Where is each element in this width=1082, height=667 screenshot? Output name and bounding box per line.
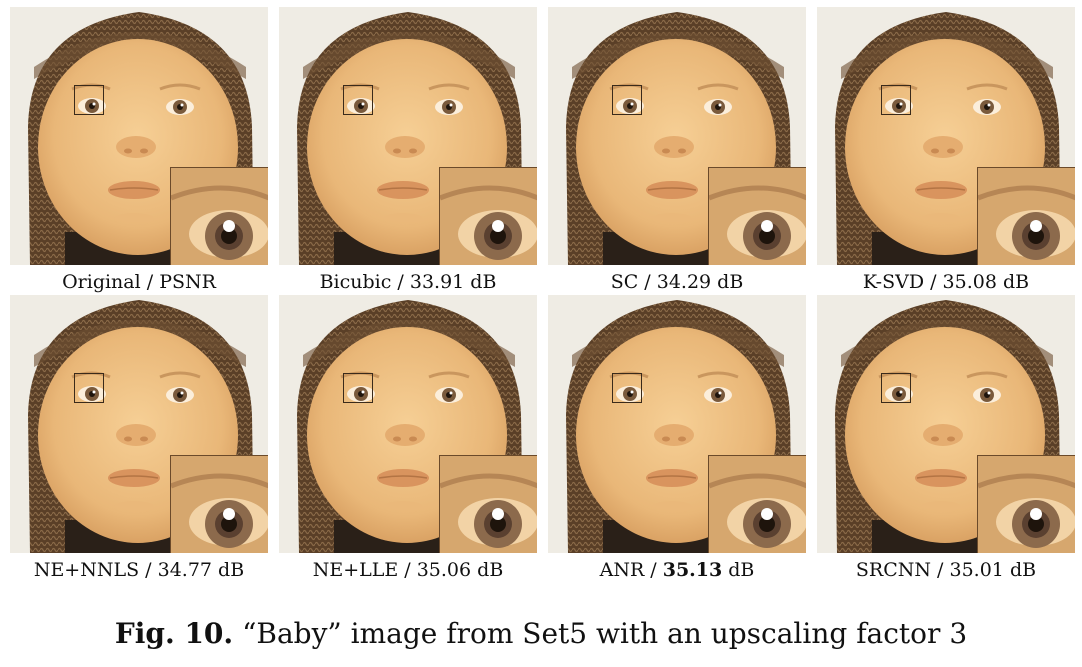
- panel-caption: Bicubic / 33.91 dB: [279, 270, 537, 294]
- zoom-region-box: [881, 85, 911, 115]
- zoom-region-box: [343, 85, 373, 115]
- eye-closeup-inset: [708, 167, 806, 265]
- baby-image: [548, 7, 806, 265]
- panel-ne-nnls: NE+NNLS / 34.77 dB: [10, 295, 268, 581]
- caption-separator: /: [391, 271, 410, 293]
- method-name: SC: [610, 271, 639, 293]
- panel-caption: SRCNN / 35.01 dB: [817, 558, 1075, 582]
- panel-caption: Original / PSNR: [10, 270, 268, 294]
- zoom-region-box: [343, 373, 373, 403]
- psnr-unit: dB: [471, 559, 504, 581]
- panel-caption: NE+NNLS / 34.77 dB: [10, 558, 268, 582]
- method-name: NE+LLE: [312, 559, 399, 581]
- eye-closeup-inset: [170, 455, 268, 553]
- zoom-region-box: [612, 373, 642, 403]
- psnr-unit: dB: [1003, 559, 1037, 581]
- baby-image: [10, 295, 268, 553]
- psnr-value: 34.77: [157, 559, 213, 581]
- eye-closeup-inset: [439, 167, 537, 265]
- psnr-unit: dB: [212, 559, 245, 581]
- psnr-value-best: 35.13: [662, 559, 723, 581]
- psnr-value: 34.29: [656, 271, 712, 293]
- psnr-unit: dB: [711, 271, 744, 293]
- baby-image: [10, 7, 268, 265]
- caption-separator: /: [924, 271, 943, 293]
- panel-sc: SC / 34.29 dB: [548, 7, 806, 293]
- zoom-region-box: [74, 85, 104, 115]
- baby-image: [279, 7, 537, 265]
- panel-srcnn: SRCNN / 35.01 dB: [817, 295, 1075, 581]
- eye-closeup-inset: [439, 455, 537, 553]
- eye-closeup-inset: [977, 455, 1075, 553]
- baby-image: [279, 295, 537, 553]
- panel-caption: ANR / 35.13 dB: [548, 558, 806, 582]
- psnr-unit: dB: [464, 271, 497, 293]
- caption-separator: /: [398, 559, 417, 581]
- psnr-value: 35.08: [942, 271, 997, 293]
- method-name: K-SVD: [862, 271, 925, 293]
- caption-separator: /: [140, 271, 160, 293]
- eye-closeup-inset: [708, 455, 806, 553]
- psnr-value: 35.06: [416, 559, 472, 581]
- psnr-unit: dB: [996, 271, 1030, 293]
- baby-image: [548, 295, 806, 553]
- panel-caption: NE+LLE / 35.06 dB: [279, 558, 537, 582]
- psnr-value: PSNR: [159, 271, 216, 293]
- psnr-value: 33.91: [409, 271, 465, 293]
- caption-separator: /: [139, 559, 158, 581]
- baby-image: [817, 7, 1075, 265]
- figure-caption: Fig. 10. “Baby” image from Set5 with an …: [0, 614, 1082, 654]
- zoom-region-box: [881, 373, 911, 403]
- panel-ksvd: K-SVD / 35.08 dB: [817, 7, 1075, 293]
- panel-bicubic: Bicubic / 33.91 dB: [279, 7, 537, 293]
- panel-original: Original / PSNR: [10, 7, 268, 293]
- figure-caption-text: “Baby” image from Set5 with an upscaling…: [242, 617, 968, 650]
- eye-closeup-inset: [977, 167, 1075, 265]
- method-name: SRCNN: [855, 559, 932, 581]
- method-name: NE+NNLS: [33, 559, 140, 581]
- method-name: Original: [62, 271, 141, 293]
- eye-closeup-inset: [170, 167, 268, 265]
- figure-label: Fig. 10.: [114, 617, 234, 650]
- figure-grid: Original / PSNR: [10, 7, 1075, 581]
- panel-caption: SC / 34.29 dB: [548, 270, 806, 294]
- psnr-value: 35.01: [949, 559, 1004, 581]
- zoom-region-box: [612, 85, 642, 115]
- caption-separator: /: [931, 559, 950, 581]
- caption-separator: /: [644, 559, 663, 581]
- caption-separator: /: [638, 271, 657, 293]
- panel-ne-lle: NE+LLE / 35.06 dB: [279, 295, 537, 581]
- method-name: Bicubic: [319, 271, 392, 293]
- panel-anr: ANR / 35.13 dB: [548, 295, 806, 581]
- psnr-unit: dB: [722, 559, 755, 581]
- panel-caption: K-SVD / 35.08 dB: [817, 270, 1075, 294]
- method-name: ANR: [599, 559, 645, 581]
- zoom-region-box: [74, 373, 104, 403]
- baby-image: [817, 295, 1075, 553]
